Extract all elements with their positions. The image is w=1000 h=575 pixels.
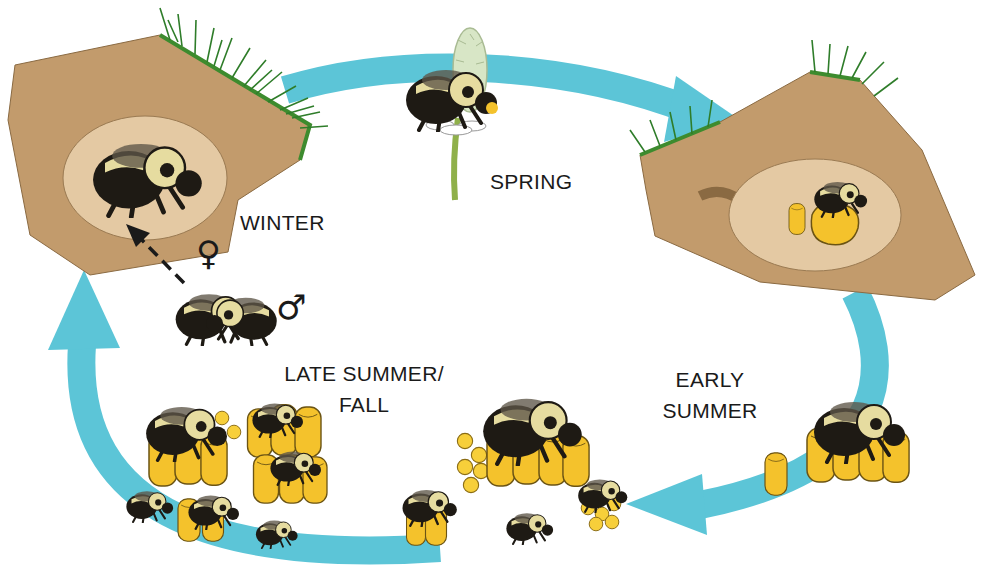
spring-nest [630, 40, 975, 300]
brood-cells [403, 399, 628, 545]
season-label: WINTER [240, 211, 325, 235]
season-label: LATE SUMMER/ FALL [272, 358, 456, 420]
sex-symbol: ♂ [276, 290, 307, 324]
brood-cells [126, 404, 327, 549]
spring-flower [406, 28, 498, 200]
sex-symbol: ♀ [196, 236, 221, 270]
mating-bees [126, 224, 277, 345]
season-label: SPRING [490, 170, 572, 194]
brood-cells [765, 402, 909, 495]
season-label: EARLY SUMMER [648, 364, 772, 426]
winter-burrow [8, 8, 328, 275]
